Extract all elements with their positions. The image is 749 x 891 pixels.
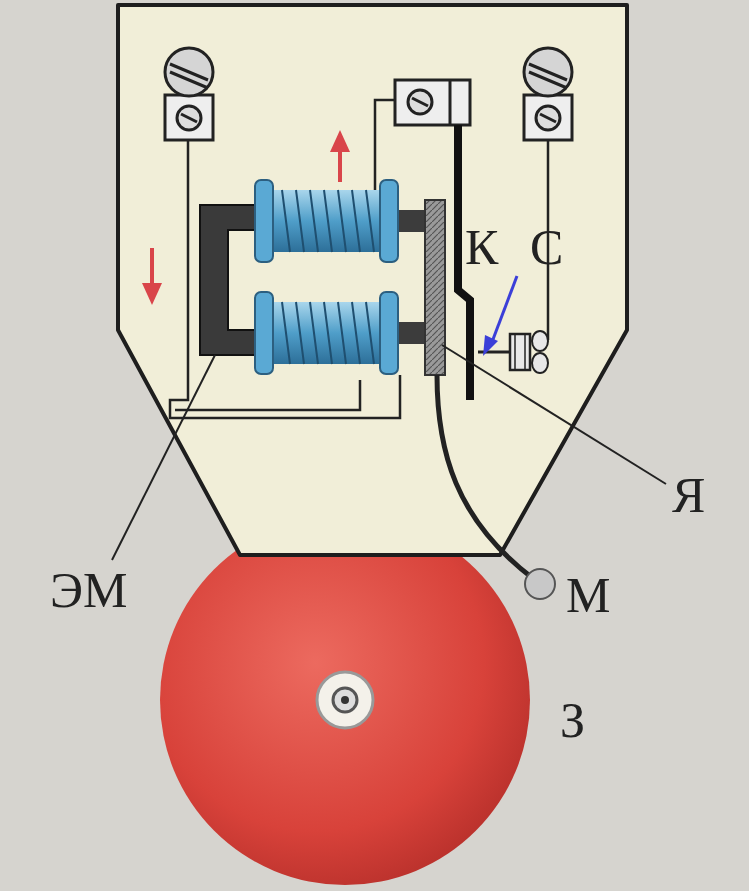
part-label: ЭМ [50,565,127,615]
left-terminal [165,48,213,140]
leader-lines [112,345,666,560]
pointer-arrow [483,276,517,356]
right-terminal [524,48,572,140]
contact-screw [478,331,548,373]
wires [170,100,548,418]
part-label: М [566,570,610,620]
spring-holder [395,80,470,125]
bell-housing [118,5,627,555]
electromagnet [200,180,425,374]
hammer-rod [437,375,535,580]
bell-dome [160,515,530,885]
armature [425,200,445,375]
current-arrows [142,130,350,305]
part-label: С [530,222,563,272]
part-label: З [560,695,585,745]
hammer-ball [525,569,555,599]
part-label: Я [672,470,705,520]
part-label: К [465,222,498,272]
